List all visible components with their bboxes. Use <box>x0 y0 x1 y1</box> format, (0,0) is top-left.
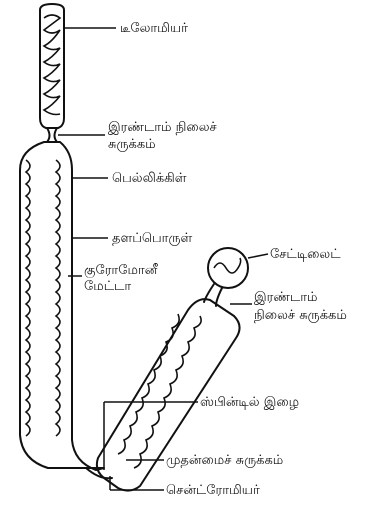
label-centromere: சென்ட்ரோமியர் <box>166 483 260 498</box>
long-arm-outline <box>20 142 104 470</box>
label-chromonema-line2: மேட்டா <box>84 279 131 294</box>
label-spindle-fibre: ஸ்பின்டில் இழை <box>200 395 299 410</box>
leader-satellite <box>248 254 268 258</box>
long-arm-right-coils <box>56 160 60 436</box>
label-primary-constriction: முதன்மைச் சுருக்கம் <box>166 453 283 468</box>
label-secondary-constriction-lower-line2: நிலைச் சுருக்கம் <box>254 308 347 323</box>
label-secondary-constriction-lower-line1: இரண்டாம் <box>254 290 318 305</box>
label-pellicle: பெல்லிக்கிள் <box>112 171 187 186</box>
label-chromonema-line1: குரோமோனீ <box>84 263 157 278</box>
label-secondary-constriction-upper-line2: சுருக்கம் <box>108 137 156 152</box>
long-arm-left-coils <box>26 160 30 436</box>
satellite-coils <box>214 258 241 273</box>
label-secondary-constriction-upper-line1: இரண்டாம் நிலைச் <box>108 120 217 135</box>
label-telomere: டீலோமியர் <box>120 21 188 36</box>
telomere-coils <box>44 15 60 115</box>
label-matrix: தளப்பொருள் <box>112 231 192 246</box>
upper-constriction-neck <box>47 128 57 142</box>
label-satellite: சேட்டிலைட் <box>270 247 341 262</box>
